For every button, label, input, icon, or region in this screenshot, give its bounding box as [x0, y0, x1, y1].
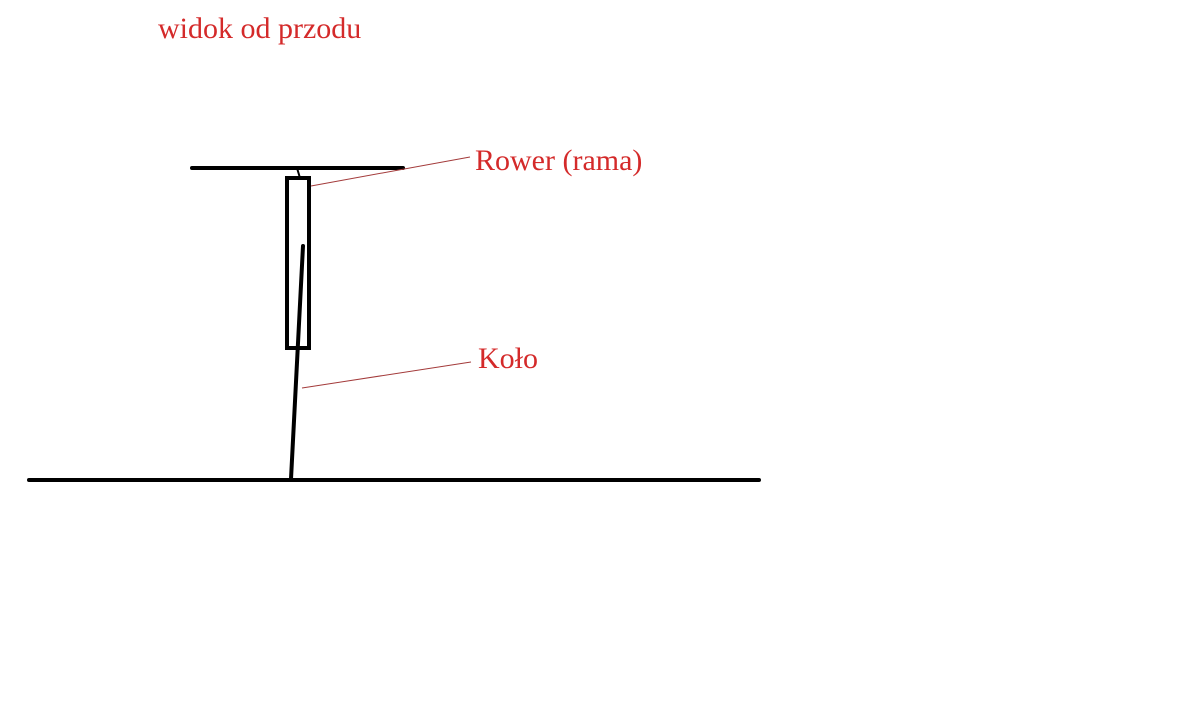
wheel-label: Koło	[478, 342, 538, 375]
wheel-leader-line	[301, 361, 472, 389]
frame-leader-line	[310, 156, 471, 187]
diagram-title: widok od przodu	[158, 12, 361, 45]
frame-label: Rower (rama)	[475, 144, 642, 177]
wheel-line	[289, 244, 305, 481]
